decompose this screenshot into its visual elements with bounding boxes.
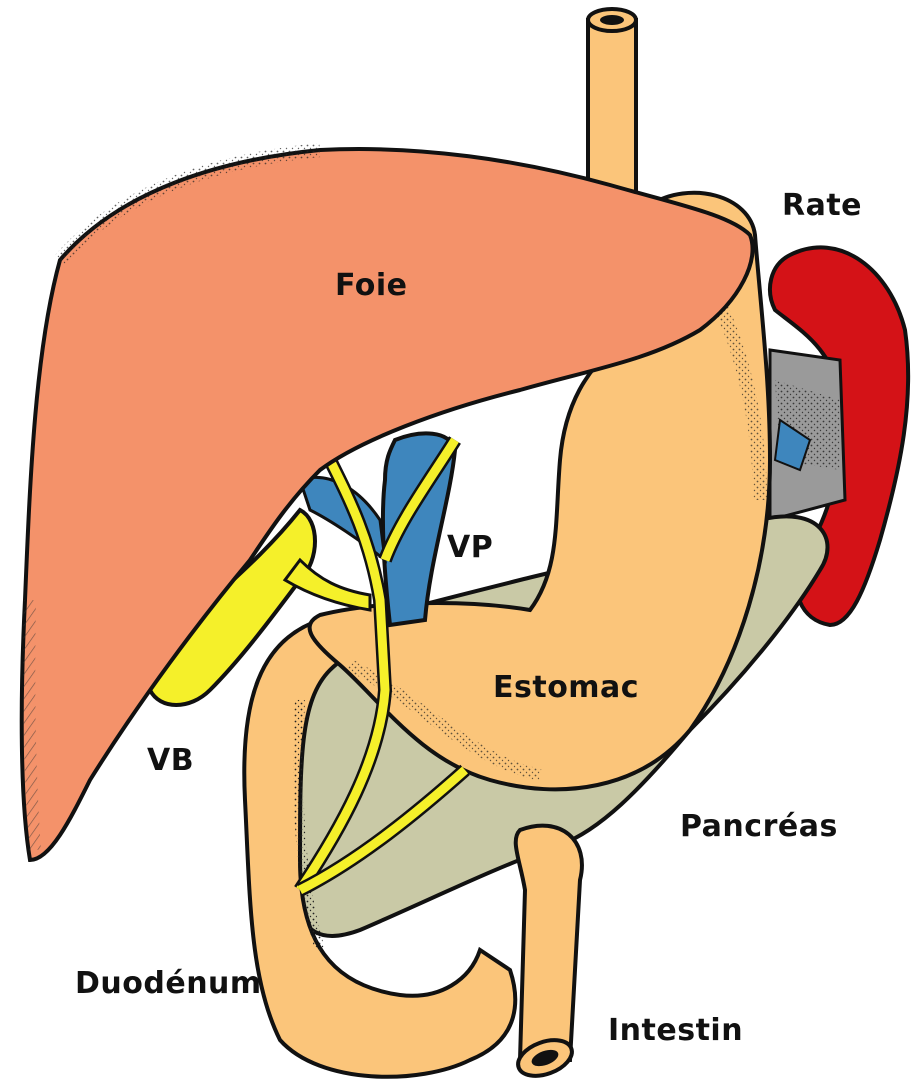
label-vb: VB — [147, 743, 194, 778]
intestine — [513, 826, 582, 1083]
label-foie: Foie — [335, 268, 408, 303]
label-intestin: Intestin — [608, 1013, 743, 1048]
label-estomac: Estomac — [493, 670, 639, 705]
label-vp: VP — [447, 530, 493, 565]
label-rate: Rate — [782, 188, 862, 223]
label-pancreas: Pancréas — [680, 809, 838, 844]
label-duodenum: Duodénum — [75, 966, 262, 1001]
